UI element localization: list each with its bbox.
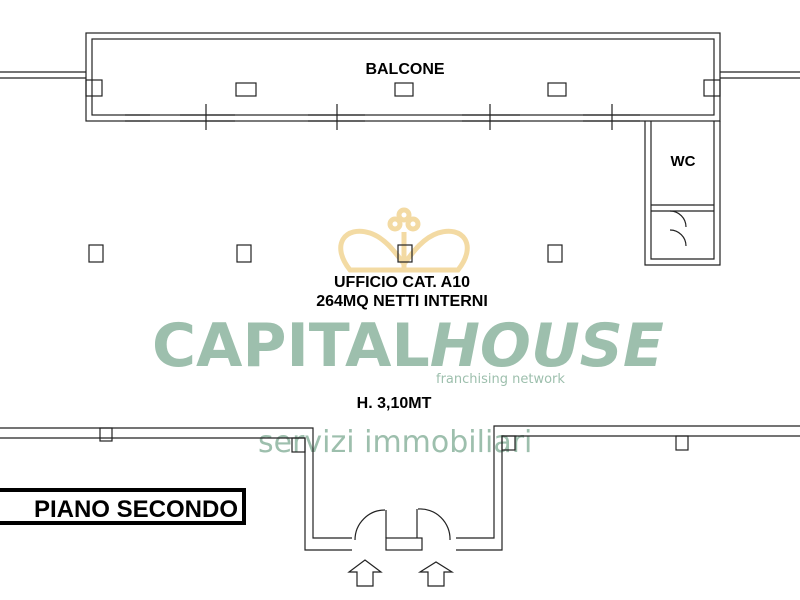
balcony [0,32,800,130]
columns [88,244,563,263]
room-title: UFFICIO CAT. A10 [334,274,470,291]
watermark-subtitle: servizi immobiliari [258,425,532,460]
entrance-arrow-icon [417,561,455,587]
room-height: H. 3,10MT [357,395,432,412]
wc-room [644,121,721,266]
room-area: 264MQ NETTI INTERNI [316,293,488,310]
floor-label-box [0,488,246,525]
balcony-label: BALCONE [365,61,444,78]
wc-label: WC [671,153,696,170]
crown-logo-icon [338,207,470,273]
watermark-brand: CAPITALHOUSE [152,311,664,381]
bottom-walls [0,425,800,551]
entrance-arrow-icon [347,559,383,587]
watermark-tagline: franchising network [436,372,565,387]
floor-label: PIANO SECONDO [34,496,238,523]
